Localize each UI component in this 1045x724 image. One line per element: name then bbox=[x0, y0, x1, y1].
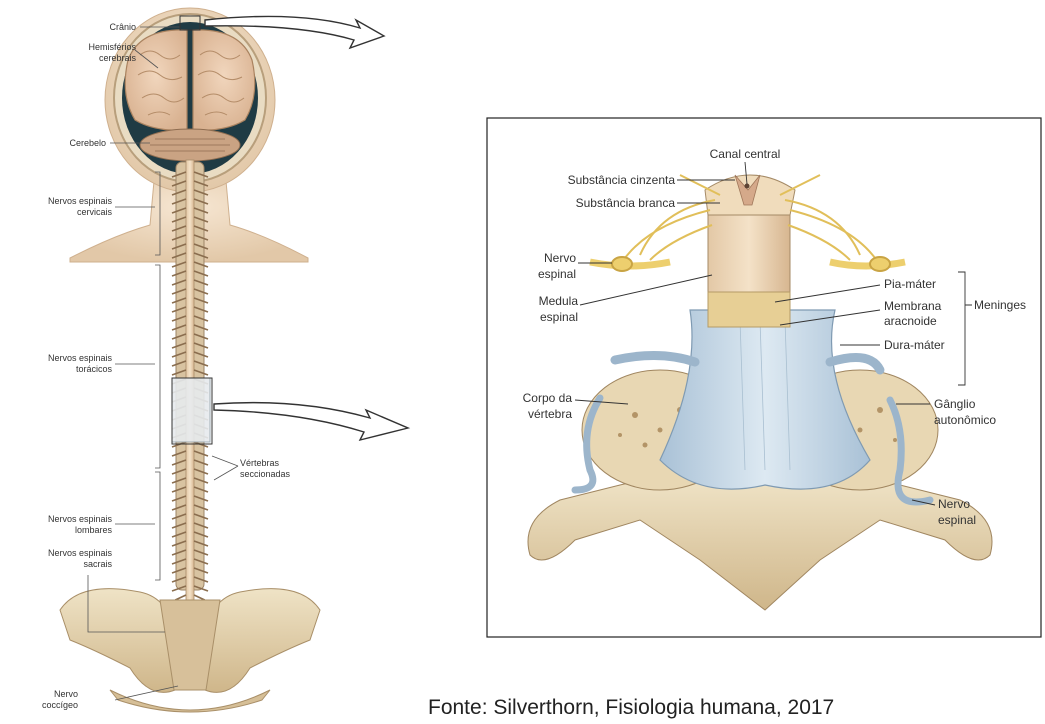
label-dura-mater: Dura-máter bbox=[884, 338, 945, 352]
label-substancia-branca: Substância branca bbox=[576, 196, 676, 210]
label-nervos-toracicos-2: torácicos bbox=[76, 364, 113, 374]
label-nervo-espinal-top-2: espinal bbox=[538, 267, 576, 281]
label-nervo-coccigeo-2: coccígeo bbox=[42, 700, 78, 710]
label-hemisferios-2: cerebrais bbox=[99, 53, 137, 63]
label-ganglio-autonomico: Gânglio bbox=[934, 397, 976, 411]
label-nervo-espinal-top: Nervo bbox=[544, 251, 576, 265]
pelvis-icon bbox=[60, 589, 320, 712]
cerebellum-icon bbox=[140, 129, 240, 161]
label-corpo-vertebra: Corpo da bbox=[523, 391, 573, 405]
label-nervos-lombares-2: lombares bbox=[75, 525, 113, 535]
label-nervo-espinal-bottom-2: espinal bbox=[938, 513, 976, 527]
label-pia-mater: Pia-máter bbox=[884, 277, 936, 291]
label-nervos-sacrais: Nervos espinais bbox=[48, 548, 113, 558]
label-nervos-sacrais-2: sacrais bbox=[83, 559, 112, 569]
label-meninges: Meninges bbox=[974, 298, 1026, 312]
arrow-icon bbox=[214, 403, 408, 440]
label-cerebelo: Cerebelo bbox=[69, 138, 106, 148]
central-canal-dot bbox=[745, 184, 750, 189]
label-medula-espinal-2: espinal bbox=[540, 310, 578, 324]
label-substancia-cinzenta: Substância cinzenta bbox=[568, 173, 676, 187]
label-cranio: Crânio bbox=[109, 22, 136, 32]
label-nervo-coccigeo: Nervo bbox=[54, 689, 78, 699]
label-corpo-vertebra-2: vértebra bbox=[528, 407, 572, 421]
spinal-nerve-tick bbox=[175, 595, 186, 600]
label-nervos-cervicais: Nervos espinais bbox=[48, 196, 113, 206]
label-membrana-aracnoide: Membrana bbox=[884, 299, 942, 313]
label-hemisferios: Hemisférios bbox=[88, 42, 136, 52]
label-ganglio-autonomico-2: autonômico bbox=[934, 413, 996, 427]
label-vertebras: Vértebras bbox=[240, 458, 280, 468]
label-membrana-aracnoide-2: aracnoide bbox=[884, 314, 937, 328]
label-nervos-cervicais-2: cervicais bbox=[77, 207, 113, 217]
label-nervos-toracicos: Nervos espinais bbox=[48, 353, 113, 363]
label-canal-central: Canal central bbox=[710, 147, 781, 161]
spinal-nerve-tick bbox=[194, 595, 205, 600]
figure-caption: Fonte: Silverthorn, Fisiologia humana, 2… bbox=[428, 696, 834, 720]
label-nervo-espinal-bottom: Nervo bbox=[938, 497, 970, 511]
label-vertebras-2: seccionadas bbox=[240, 469, 291, 479]
spinal-cord-icon bbox=[705, 175, 795, 327]
label-nervos-lombares: Nervos espinais bbox=[48, 514, 113, 524]
label-medula-espinal: Medula bbox=[539, 294, 579, 308]
